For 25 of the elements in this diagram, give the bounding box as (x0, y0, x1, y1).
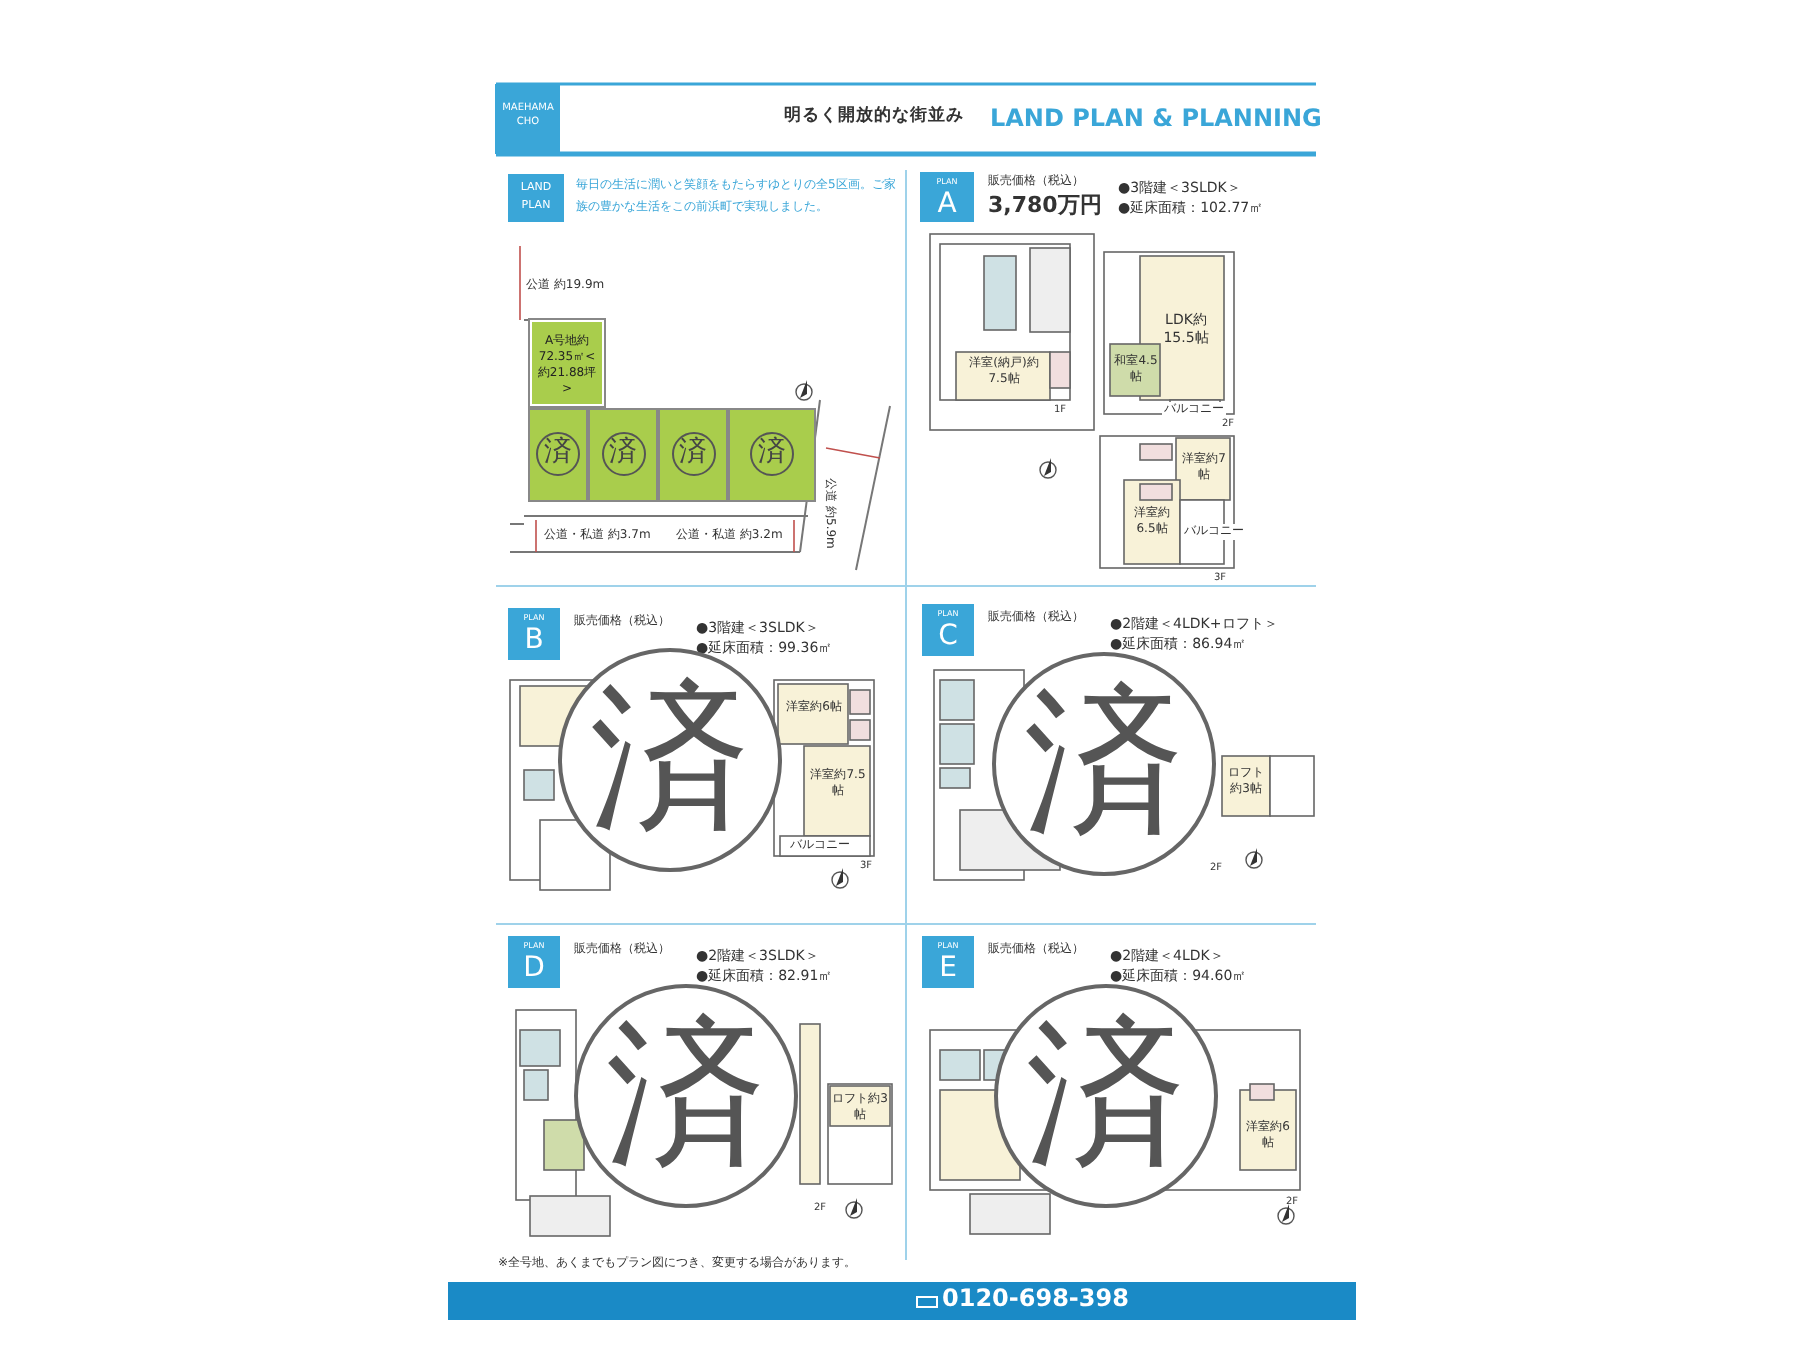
plan-badge (508, 608, 560, 660)
sold-stamp: 済 (994, 984, 1218, 1208)
plan-badge (920, 172, 974, 222)
lot-plot (660, 410, 726, 500)
lot-plot (730, 410, 814, 500)
plan-badge (922, 936, 974, 988)
lot-plot (590, 410, 656, 500)
plan-letter: D (521, 952, 547, 984)
plan-letter: B (522, 624, 546, 656)
subtitle-text: 明るく開放的な街並み (784, 106, 964, 126)
plan-letter: E (937, 952, 959, 984)
plan-badge (922, 604, 974, 656)
sold-stamp: 済 (574, 984, 798, 1208)
sold-stamp: 済 (536, 432, 580, 476)
plan-letter: A (935, 188, 959, 220)
sold-stamp: 済 (750, 432, 794, 476)
sold-stamp: 済 (671, 432, 715, 476)
plan-badge (508, 936, 560, 988)
price-text: 3,780万円 (988, 192, 1102, 218)
lot-plot (530, 410, 586, 500)
sold-stamp: 済 (601, 432, 645, 476)
plan-letter: C (936, 620, 960, 652)
area-tag (496, 84, 560, 154)
title-text: LAND PLAN & PLANNING (990, 102, 1322, 134)
phone-number: 0120-698-398 (942, 1286, 1129, 1313)
